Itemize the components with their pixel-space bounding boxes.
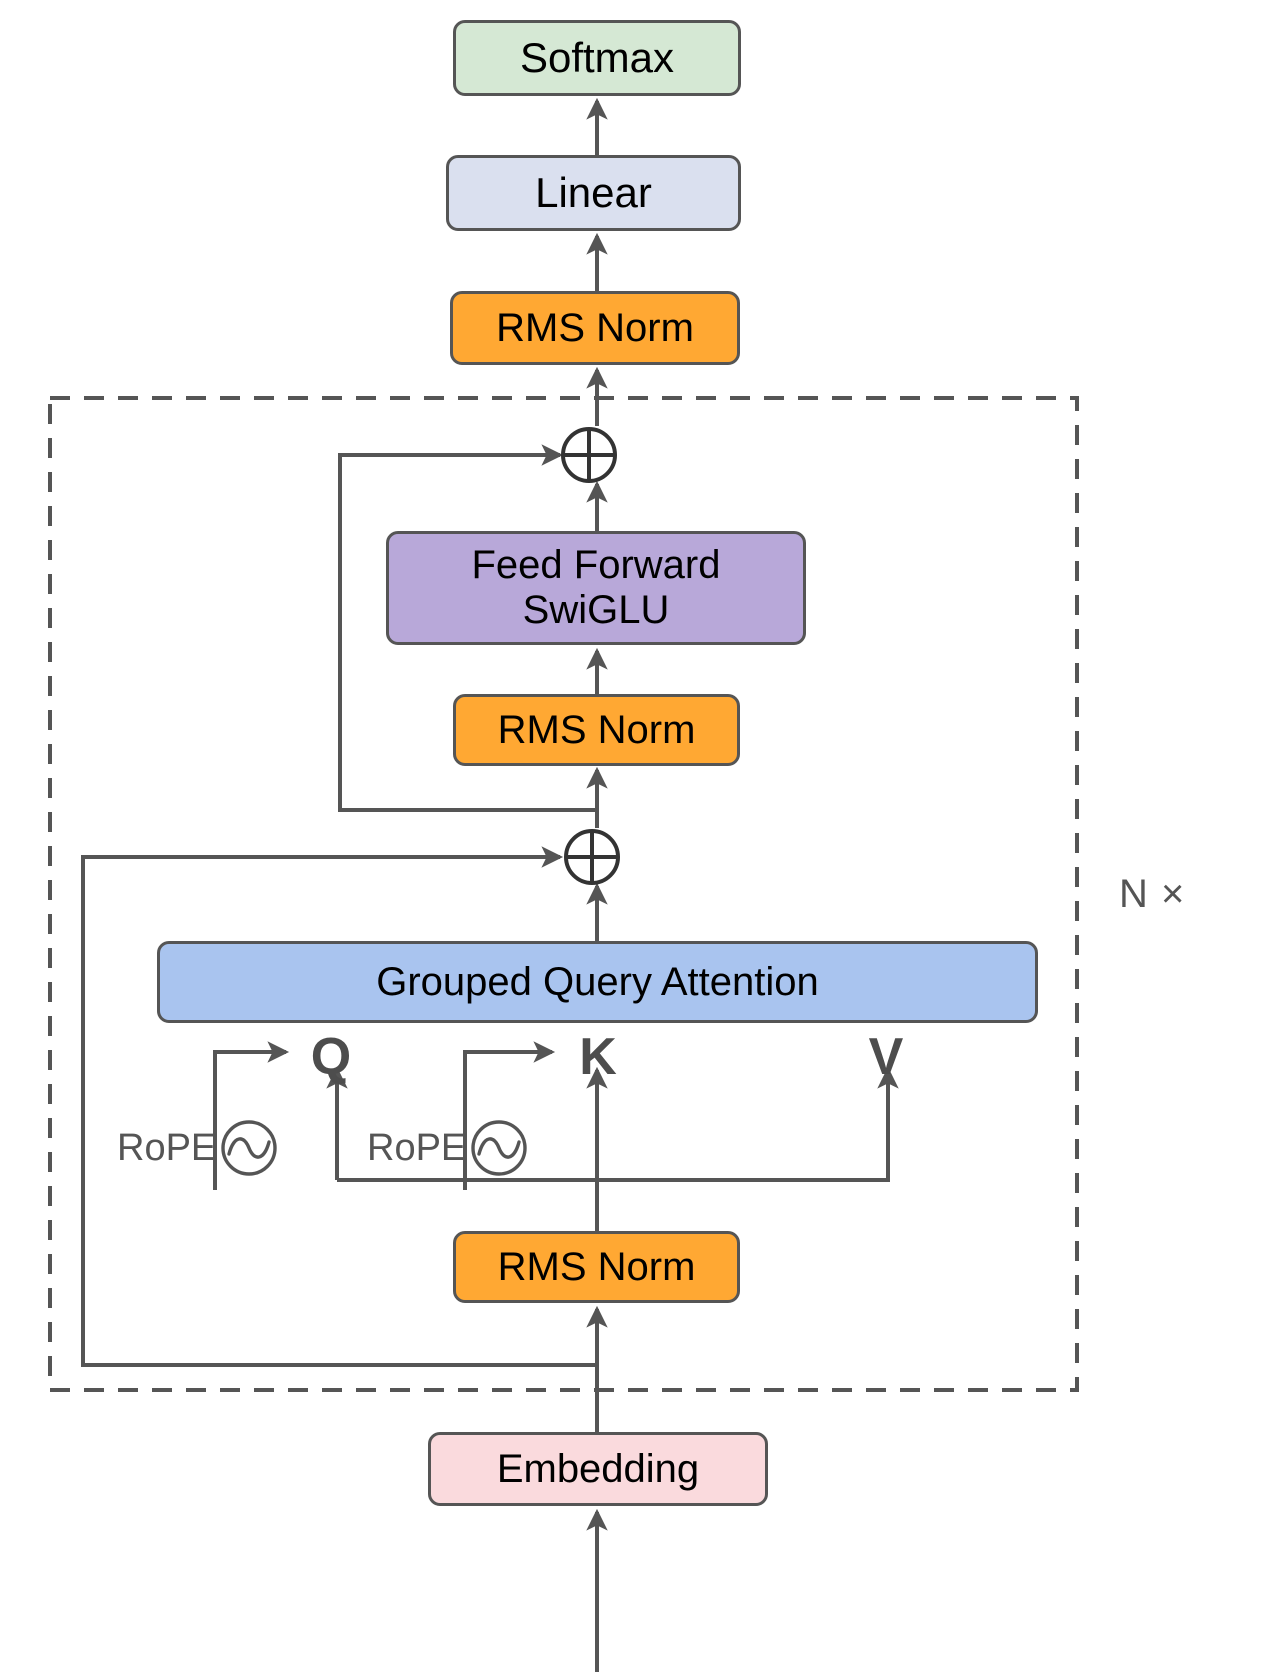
rope-query-label: RoPE	[117, 1126, 217, 1169]
node-softmax-label: Softmax	[519, 34, 675, 82]
node-rms-norm-ffn[interactable]: RMS Norm	[453, 694, 740, 766]
node-feed-forward-swiglu-label: Feed Forward SwiGLU	[471, 543, 721, 632]
node-linear[interactable]: Linear	[446, 155, 741, 231]
sine-wave-circle-icon	[220, 1119, 278, 1177]
node-rms-norm-ffn-label: RMS Norm	[497, 707, 696, 752]
node-grouped-query-attention[interactable]: Grouped Query Attention	[157, 941, 1038, 1023]
sine-wave-circle-icon	[470, 1119, 528, 1177]
projection-label-k: K	[579, 1028, 617, 1086]
repeat-block-outline	[48, 396, 1079, 1392]
repeat-count-label: N ×	[1119, 872, 1186, 916]
node-rms-norm-output-label: RMS Norm	[496, 305, 694, 350]
node-embedding[interactable]: Embedding	[428, 1432, 768, 1506]
node-feed-forward-swiglu[interactable]: Feed Forward SwiGLU	[386, 531, 806, 645]
rope-module-query[interactable]: RoPE	[117, 1119, 278, 1177]
projection-label-v: V	[868, 1028, 904, 1086]
rope-key-label: RoPE	[367, 1126, 467, 1169]
node-rms-norm-output[interactable]: RMS Norm	[450, 291, 740, 365]
node-embedding-label: Embedding	[496, 1446, 700, 1491]
node-rms-norm-attention-label: RMS Norm	[497, 1244, 696, 1289]
projection-label-q: Q	[310, 1028, 352, 1086]
node-rms-norm-attention[interactable]: RMS Norm	[453, 1231, 740, 1303]
node-grouped-query-attention-label: Grouped Query Attention	[376, 959, 819, 1004]
rope-module-key[interactable]: RoPE	[367, 1119, 528, 1177]
node-linear-label: Linear	[535, 169, 652, 217]
node-softmax[interactable]: Softmax	[453, 20, 741, 96]
